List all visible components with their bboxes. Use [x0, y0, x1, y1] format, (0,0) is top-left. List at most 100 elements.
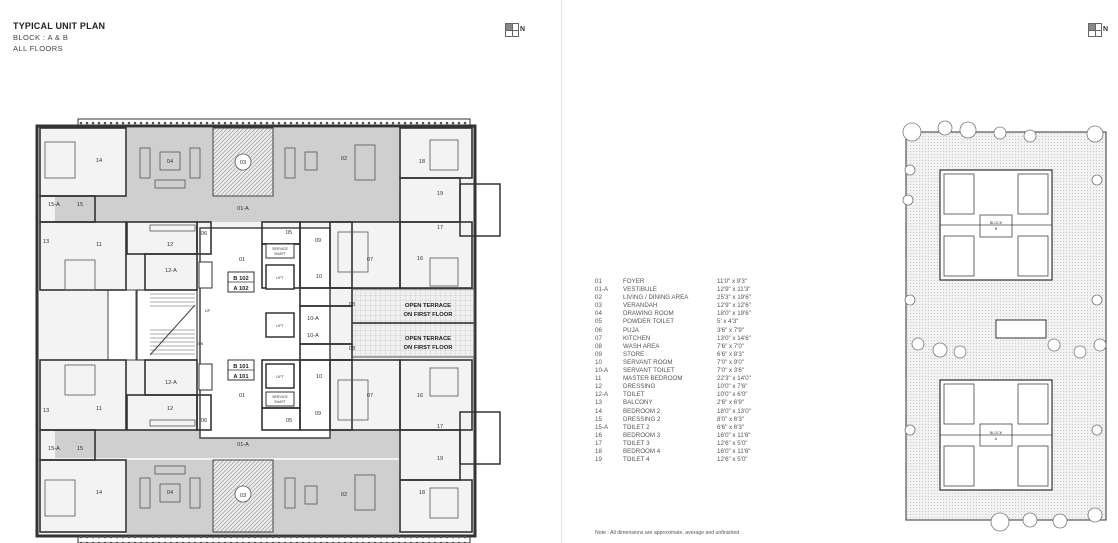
- block-label: BLOCK : A & B: [13, 33, 69, 42]
- legend-dimension: 2'6" x 6'9": [717, 399, 745, 407]
- legend-dimension: 8'0" x 6'3": [717, 415, 745, 423]
- legend-code: 11: [595, 375, 602, 383]
- lift-label-3: LIFT: [276, 375, 284, 379]
- open-terrace-label-1b: ON FIRST FLOOR: [404, 312, 454, 318]
- legend-name: FOYER: [623, 278, 645, 285]
- legend-dimension: 6'6" x 8'3": [717, 350, 745, 358]
- legend-dimension: 16'0" x 11'6": [717, 431, 751, 439]
- legend-dimension: 10'0" x 6'0": [717, 391, 748, 399]
- legend-name: STORE: [623, 350, 645, 358]
- legend-dimension: 3'6" x 7'9": [717, 326, 745, 334]
- compass-icon-site: [1088, 23, 1102, 37]
- room-08-bottom: 08: [349, 346, 355, 352]
- legend-dimension: 7'6" x 7'0": [717, 342, 745, 350]
- room-19-top: 19: [437, 191, 443, 197]
- legend-name: DRAWING ROOM: [623, 310, 674, 318]
- legend-code: 13: [595, 399, 602, 407]
- room-01-bottom: 01: [239, 393, 245, 399]
- service-shaft-label-2b: SHAFT: [274, 400, 287, 404]
- page-title: TYPICAL UNIT PLAN: [13, 21, 106, 31]
- legend-dimension: 18'0" x 19'6": [717, 310, 751, 318]
- legend-name: KITCHEN: [623, 334, 651, 342]
- room-17-bottom: 17: [437, 424, 443, 430]
- legend-name: SERVANT ROOM: [623, 358, 673, 366]
- room-03-top: 03: [240, 160, 246, 166]
- room-12-top: 12: [167, 242, 173, 248]
- legend-name: TOILET 2: [623, 423, 650, 431]
- legend-name: BEDROOM 3: [623, 431, 661, 439]
- legend-code: 03: [595, 302, 602, 310]
- room-09-top: 09: [315, 238, 321, 244]
- open-terrace-label-2a: OPEN TERRACE: [405, 336, 451, 342]
- room-10-top: 10: [316, 274, 322, 280]
- service-shaft-label-2a: SERVICE: [272, 395, 288, 399]
- service-shaft-label-1a: SERVICE: [272, 247, 288, 251]
- legend-code: 07: [595, 334, 602, 342]
- legend-dimension: 5' x 4'3": [717, 318, 739, 326]
- legend-name: VESTIBULE: [623, 286, 658, 294]
- legend-name: VERANDAH: [623, 302, 658, 310]
- service-shaft-label-1b: SHAFT: [274, 252, 287, 256]
- floor-plan-drawing: 14 04 03 02 18 15-A 15 01-A 19 17 13 11 …: [35, 118, 501, 543]
- legend-dimension: 12'6" x 5'0": [717, 439, 748, 447]
- legend-dimension: 22'3" x 14'0": [717, 375, 751, 383]
- room-18-bottom: 18: [419, 490, 425, 496]
- room-06-bottom: 06: [201, 418, 207, 424]
- legend-name: DRESSING 2: [623, 415, 661, 423]
- lift-label-2: LIFT: [276, 324, 284, 328]
- legend-code: 15: [595, 415, 602, 423]
- legend-dimension: 13'0" x 14'6": [717, 334, 751, 342]
- stair-dn-label: DN: [198, 342, 204, 346]
- room-07-bottom: 07: [367, 393, 373, 399]
- compass-north-label-site: N: [1103, 26, 1109, 33]
- compass-icon: [505, 23, 519, 37]
- legend-code: 14: [595, 407, 602, 415]
- unit-number-b101: B 101: [233, 364, 249, 370]
- room-15-bottom: 15: [77, 446, 83, 452]
- room-02-bottom: 02: [341, 492, 347, 498]
- room-10a-2: 10-A: [307, 333, 319, 339]
- unit-number-a102: A 102: [233, 286, 248, 292]
- legend-code: 15-A: [595, 423, 609, 431]
- legend-code: 19: [595, 456, 602, 464]
- room-12a-top: 12-A: [165, 268, 177, 274]
- room-05-top: 05: [286, 230, 292, 236]
- unit-number-b102: B 102: [233, 276, 248, 282]
- legend-dimension: 12'9" x 12'6": [717, 302, 751, 310]
- legend-name: WASH AREA: [623, 342, 660, 350]
- block-a-label-2: A: [995, 437, 998, 441]
- room-14-top: 14: [96, 158, 102, 164]
- room-16-bottom: 16: [417, 393, 423, 399]
- legend-code: 04: [595, 310, 602, 318]
- room-15-top: 15: [77, 202, 83, 208]
- page-spine: [561, 0, 562, 543]
- stair-up-label: UP: [205, 309, 211, 313]
- legend-name: DRESSING: [623, 383, 656, 391]
- legend-dimension: 18'0" x 13'0": [717, 407, 751, 415]
- room-01a-top: 01-A: [237, 206, 249, 212]
- legend-code: 10-A: [595, 367, 609, 375]
- room-12-bottom: 12: [167, 406, 173, 412]
- legend-code: 08: [595, 342, 602, 350]
- legend-name: MASTER BEDROOM: [623, 375, 683, 383]
- legend-name: TOILET 4: [623, 456, 650, 464]
- room-12a-bottom: 12-A: [165, 380, 177, 386]
- legend-dimension: 12'9" x 11'3": [717, 286, 751, 294]
- legend-code: 01-A: [595, 286, 609, 294]
- legend-dimension: 16'0" x 11'6": [717, 447, 751, 455]
- room-16-top: 16: [417, 256, 423, 262]
- legend-name: TOILET: [623, 391, 645, 399]
- room-13-bottom: 13: [43, 408, 49, 414]
- block-b-label-1: BLOCK: [990, 221, 1003, 225]
- legend-code: 06: [595, 326, 602, 334]
- dimensions-note: Note : All dimensions are approximate, a…: [595, 530, 740, 536]
- legend-code: 17: [595, 439, 602, 447]
- legend-name: SERVANT TOILET: [623, 367, 675, 375]
- legend-code: 16: [595, 431, 602, 439]
- room-18-top: 18: [419, 159, 425, 165]
- legend-code: 02: [595, 294, 602, 302]
- legend-name: PUJA: [623, 326, 639, 334]
- floors-label: ALL FLOORS: [13, 44, 63, 53]
- room-19-bottom: 19: [437, 456, 443, 462]
- legend-name: POWDER TOILET: [623, 318, 674, 326]
